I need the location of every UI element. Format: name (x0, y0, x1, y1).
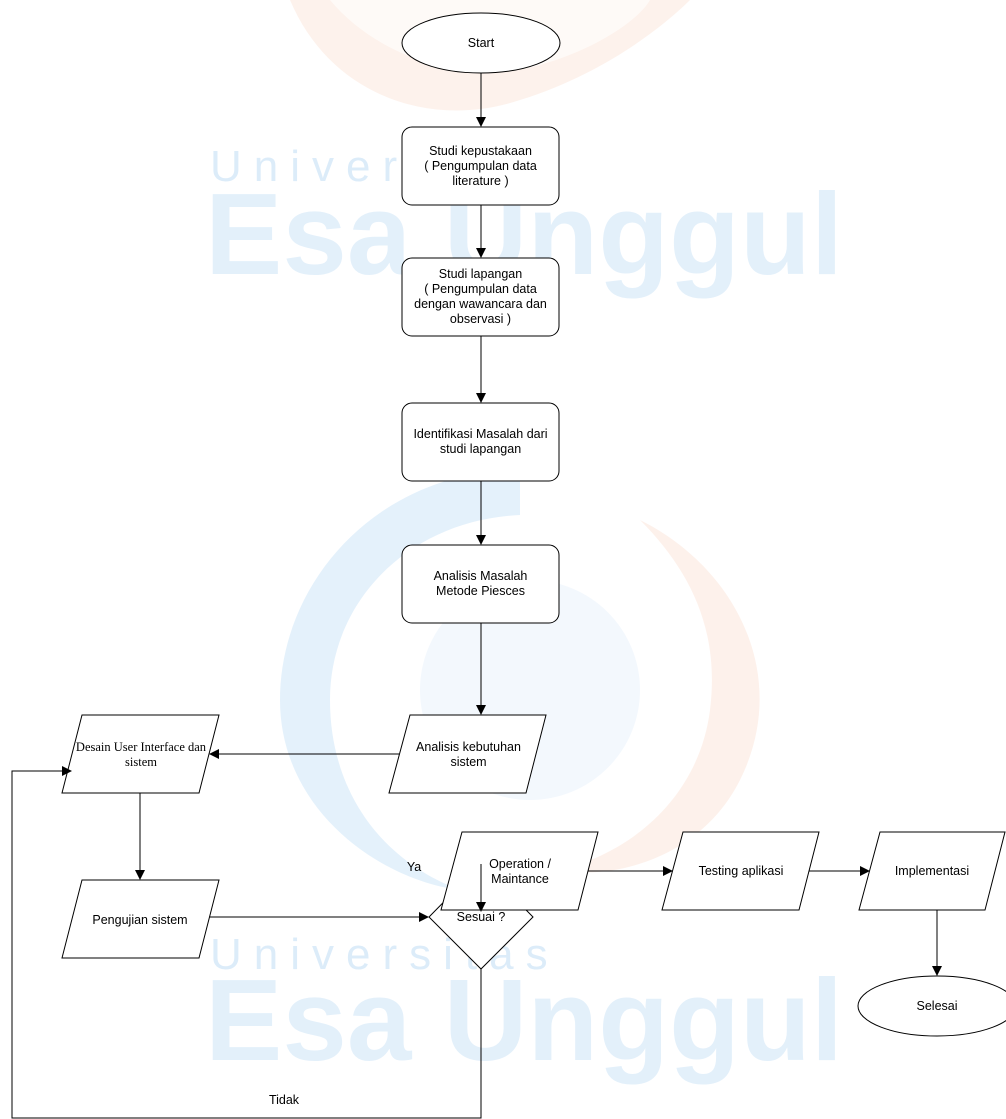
studi-lapangan-label: Studi lapangan ( Pengumpulan data dengan… (414, 267, 547, 326)
watermark-arc-blue-left (280, 470, 520, 890)
selesai-terminator (857, 975, 1006, 1037)
selesai-label: Selesai (916, 998, 958, 1013)
analisis-kebutuhan-parallelogram (388, 714, 547, 794)
testing-parallelogram (661, 831, 820, 911)
operation-label: Operation / Maintance (489, 857, 551, 886)
implementasi-parallelogram (858, 831, 1006, 911)
operation-parallelogram (440, 831, 599, 911)
pengujian-label: Pengujian sistem (92, 912, 188, 927)
arrow-sesuai-tidak-to-desain (11, 766, 482, 1119)
studi-kepustakaan-label: Studi kepustakaan ( Pengumpulan data lit… (424, 143, 537, 188)
analisis-masalah-label: Analisis Masalah Metode Piesces (433, 569, 528, 598)
start-label: Start (467, 35, 495, 50)
edge-label-ya: Ya (406, 859, 422, 874)
pengujian-parallelogram (61, 879, 220, 959)
testing-label: Testing aplikasi (698, 863, 784, 878)
edge-label-tidak: Tidak (268, 1092, 300, 1107)
identifikasi-label: Identifikasi Masalah dari studi lapangan (413, 427, 548, 456)
desain-label: Desain User Interface dan sistem (75, 740, 207, 769)
watermark-esa-unggul-bottom: Esa Unggul (205, 955, 844, 1085)
sesuai-label: Sesuai ? (456, 909, 506, 924)
watermark-arc-orange-right (560, 520, 760, 873)
analisis-kebutuhan-label: Analisis kebutuhan sistem (416, 740, 521, 769)
implementasi-label: Implementasi (894, 863, 970, 878)
